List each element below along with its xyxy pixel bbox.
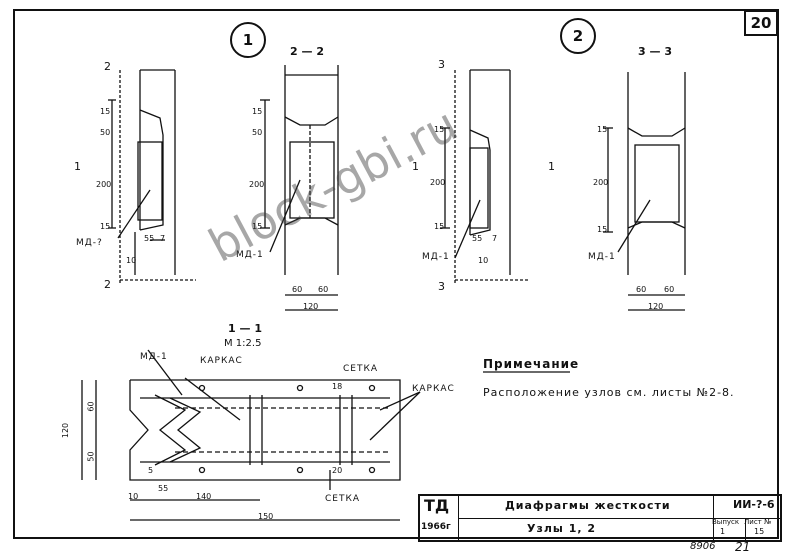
dim-120-s3: 120 — [648, 302, 664, 311]
dim-60-s1: 60 — [86, 401, 96, 412]
dim-10-n2: 10 — [478, 256, 489, 265]
title-block-issue-label: Выпуск — [712, 518, 740, 526]
label-karkas-1: КАРКАС — [200, 356, 243, 366]
dim-150-s1: 150 — [258, 512, 274, 521]
label-setka-1: СЕТКА — [343, 364, 379, 374]
section-1-1-title: 1 — 1 — [228, 322, 262, 335]
section-3-3 — [603, 72, 686, 311]
dim-200-s2: 200 — [249, 180, 265, 189]
dim-55-n2: 55 — [472, 234, 483, 243]
dim-200-s3: 200 — [593, 178, 609, 187]
label-md1-s3: МД-1 — [588, 252, 616, 262]
sheet-border — [13, 9, 779, 539]
cut-mark-3-bottom: 3 — [438, 280, 445, 293]
dim-50: 50 — [100, 128, 111, 137]
label-md1-s2: МД-1 — [236, 250, 264, 260]
node2-marker: 2 — [560, 18, 596, 54]
title-block-sheet-label: Лист № — [744, 518, 772, 526]
node2-elevation — [440, 69, 530, 285]
label-md1-s1: МД-1 — [140, 352, 168, 362]
dim-15-n2: 15 — [434, 125, 445, 134]
dim-60b-s3: 60 — [664, 285, 675, 294]
footer-number-a: 8906 — [690, 541, 716, 552]
dim-18-s1: 18 — [332, 382, 343, 391]
title-block-title: Диафрагмы жесткости — [505, 499, 671, 512]
title-block-year: 1966г — [421, 522, 451, 532]
dim-7: 7 — [160, 234, 166, 243]
label-setka-2: СЕТКА — [325, 494, 361, 504]
title-block-issue: 1 — [720, 527, 726, 536]
dim-200: 200 — [96, 180, 112, 189]
cut-mark-3-top: 3 — [438, 58, 445, 71]
section-2-2 — [260, 65, 339, 311]
dim-55-s1: 55 — [158, 484, 169, 493]
title-block-code: ТД — [424, 496, 450, 515]
axis-label-3: 1 — [548, 160, 555, 173]
label-karkas-2: КАРКАС — [412, 384, 455, 394]
dim-55: 55 — [144, 234, 155, 243]
title-block-subtitle: Узлы 1, 2 — [527, 522, 597, 535]
node1-marker: 1 — [230, 22, 266, 58]
section-2-2-title: 2 — 2 — [290, 45, 324, 58]
dim-5-s1: 5 — [148, 466, 154, 475]
title-block-doc-id: ИИ-?-6 — [733, 498, 775, 511]
footer-number-b: 21 — [735, 540, 751, 554]
cut-mark-2-top: 2 — [104, 60, 111, 73]
dim-50-s2: 50 — [252, 128, 263, 137]
dim-120-s1: 120 — [61, 422, 71, 439]
title-block — [418, 494, 782, 542]
axis-label-1: 1 — [74, 160, 81, 173]
dim-10-s1: 10 — [128, 492, 139, 501]
dim-140-s1: 140 — [196, 492, 212, 501]
section-1-1 — [81, 349, 421, 521]
dim-20-s1: 20 — [332, 466, 343, 475]
label-md2: МД-? — [76, 238, 103, 248]
title-block-sheet: 15 — [754, 527, 765, 536]
dim-15: 15 — [100, 107, 111, 116]
dim-200-n2: 200 — [430, 178, 446, 187]
dim-15b-s2: 15 — [252, 222, 263, 231]
dim-15b-n2: 15 — [434, 222, 445, 231]
section-3-3-title: 3 — 3 — [638, 45, 672, 58]
section-1-1-scale: М 1:2.5 — [224, 338, 262, 349]
dim-60a-s3: 60 — [636, 285, 647, 294]
dim-15-s3: 15 — [597, 125, 608, 134]
dim-60b-s2: 60 — [318, 285, 329, 294]
dim-7-n2: 7 — [492, 234, 498, 243]
note-heading: Примечание — [483, 357, 580, 371]
label-md1-n2: МД-1 — [422, 252, 450, 262]
axis-label-2: 1 — [412, 160, 419, 173]
dim-60a-s2: 60 — [292, 285, 303, 294]
sheet-number: 20 — [744, 10, 778, 36]
dim-15-s2: 15 — [252, 107, 263, 116]
cut-mark-2-bottom: 2 — [104, 278, 111, 291]
dim-50-s1: 50 — [86, 451, 96, 462]
dim-10: 10 — [126, 256, 137, 265]
note-text: Расположение узлов см. листы №2-8. — [483, 386, 735, 399]
node1-elevation — [108, 69, 196, 285]
dim-120-s2: 120 — [303, 302, 319, 311]
dim-15b: 15 — [100, 222, 111, 231]
dim-15b-s3: 15 — [597, 225, 608, 234]
